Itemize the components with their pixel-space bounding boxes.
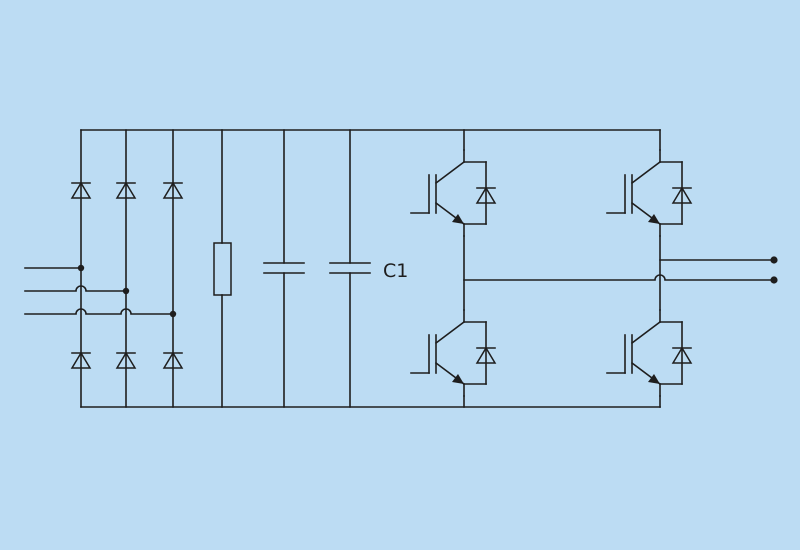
bus-capacitor-1 [263,129,305,408]
capacitor-c1-label: C1 [383,260,408,282]
output-line-1 [659,256,778,264]
rectifier-diode-bottom-1 [70,351,92,369]
rectifier-diode-bottom-3 [162,351,184,369]
ac-input-line-3 [24,308,177,318]
igbt-lower-right [606,309,692,397]
igbt-lower-left [410,309,496,397]
ac-input-line-1 [24,264,85,272]
bus-resistor [213,129,232,408]
rectifier-diode-top-2 [115,181,137,199]
igbt-upper-left [410,149,496,237]
output-line-2 [463,274,778,284]
igbt-upper-right [606,149,692,237]
rectifier-diode-top-3 [162,181,184,199]
rectifier-diode-top-1 [70,181,92,199]
rectifier-diode-bottom-2 [115,351,137,369]
ac-input-line-2 [24,285,130,295]
bus-capacitor-c1 [329,129,371,408]
